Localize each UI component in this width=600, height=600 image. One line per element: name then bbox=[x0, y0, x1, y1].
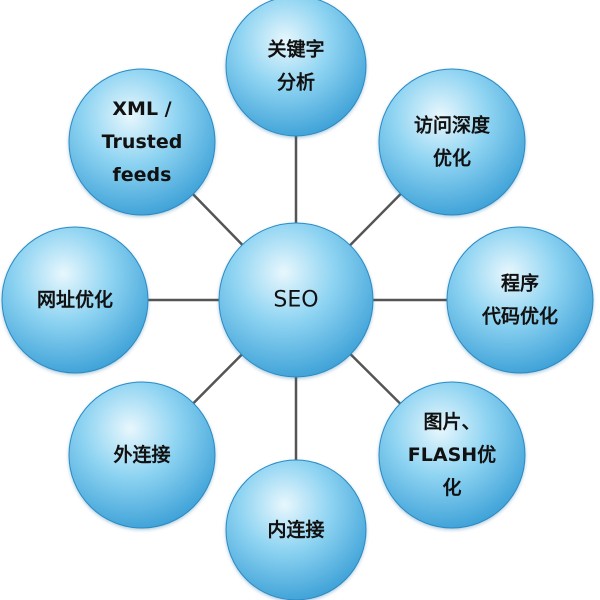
node-xml-feeds: XML / Trusted feeds bbox=[68, 68, 216, 216]
label-keyword-analysis-line-1: 分析 bbox=[277, 71, 315, 94]
bubble-keyword-analysis bbox=[225, 0, 367, 137]
connector-xml-feeds bbox=[190, 191, 245, 248]
label-access-depth-line-0: 访问深度 bbox=[414, 114, 491, 137]
label-xml-feeds-line-2: feeds bbox=[113, 164, 172, 186]
bubble-url-optimization bbox=[1, 226, 149, 374]
bubble-internal-links bbox=[225, 459, 367, 600]
connector-external-links bbox=[191, 352, 244, 406]
bubble-code-optimization bbox=[446, 226, 594, 374]
node-url-optimization: 网址优化 bbox=[1, 226, 149, 374]
label-code-optimization-line-1: 代码优化 bbox=[481, 305, 558, 328]
center-node: SEO bbox=[218, 222, 374, 378]
bubble-xml-feeds bbox=[68, 68, 216, 216]
connector-access-depth bbox=[347, 191, 403, 248]
label-image-flash-line-2: 化 bbox=[442, 476, 461, 499]
connector-lines bbox=[146, 134, 449, 462]
label-code-optimization-line-0: 程序 bbox=[501, 272, 539, 295]
label-image-flash-line-1: FLASH优 bbox=[408, 443, 496, 466]
bubble-access-depth bbox=[378, 68, 526, 216]
label-xml-feeds-line-1: Trusted bbox=[102, 131, 183, 153]
node-internal-links: 内连接 bbox=[225, 459, 367, 600]
label-external-links-line-0: 外连接 bbox=[113, 443, 170, 466]
node-external-links: 外连接 bbox=[68, 381, 216, 529]
center-label: SEO bbox=[273, 288, 318, 313]
label-access-depth-line-1: 优化 bbox=[433, 147, 471, 170]
center-bubble bbox=[218, 222, 374, 378]
label-internal-links-line-0: 内连接 bbox=[267, 518, 324, 541]
label-url-optimization-line-0: 网址优化 bbox=[37, 288, 113, 311]
label-keyword-analysis-line-0: 关键字 bbox=[267, 38, 324, 61]
bubble-external-links bbox=[68, 381, 216, 529]
connector-image-flash bbox=[348, 352, 403, 406]
bubble-image-flash bbox=[378, 381, 526, 529]
label-image-flash-line-0: 图片、 bbox=[423, 410, 480, 433]
label-xml-feeds-line-0: XML / bbox=[112, 98, 171, 120]
